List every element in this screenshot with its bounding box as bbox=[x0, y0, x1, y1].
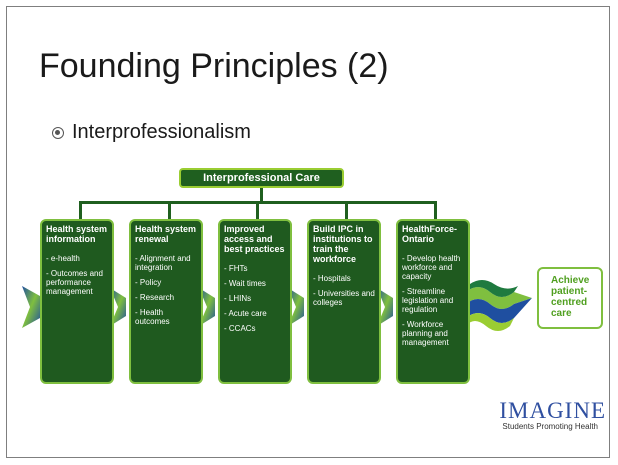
connector-drop-3 bbox=[256, 201, 259, 220]
bullet-item: Interprofessionalism bbox=[52, 121, 251, 144]
pillar-item: - Outcomes and performance management bbox=[46, 269, 103, 296]
logo-wordmark: IMAGINE bbox=[499, 398, 606, 423]
pillar-title: Health system information bbox=[46, 224, 108, 244]
pillar-item: - Workforce planning and management bbox=[402, 320, 449, 347]
logo-tagline: Students Promoting Health bbox=[502, 422, 598, 431]
goal-box: Achieve patient-centred care bbox=[537, 267, 603, 329]
connector-drop-4 bbox=[345, 201, 348, 220]
pillar-health-system-information: Health system information - e-health - O… bbox=[40, 219, 114, 384]
pillar-health-system-renewal: Health system renewal - Alignment and in… bbox=[129, 219, 203, 384]
chevron-arrow-icon bbox=[22, 286, 393, 328]
interprofessional-care-box: Interprofessional Care bbox=[179, 168, 344, 188]
pillar-healthforce-ontario: HealthForce-Ontario - Develop health wor… bbox=[396, 219, 470, 384]
pillar-item: - Universities and colleges bbox=[313, 289, 375, 307]
pillar-item: - Alignment and integration bbox=[135, 254, 191, 272]
slide-frame bbox=[6, 6, 610, 458]
pillar-improved-access: Improved access and best practices - FHT… bbox=[218, 219, 292, 384]
bullet-circle-icon bbox=[52, 126, 64, 139]
wave-band-icon bbox=[466, 280, 532, 331]
pillar-item: - FHTs bbox=[224, 264, 248, 273]
pillar-item: - Hospitals bbox=[313, 274, 351, 283]
pillar-item: - Research bbox=[135, 293, 175, 302]
slide-title: Founding Principles (2) bbox=[39, 47, 389, 85]
pillar-item: - Wait times bbox=[224, 279, 266, 288]
pillar-title: Build IPC in institutions to train the w… bbox=[313, 224, 373, 264]
connector-drop-2 bbox=[168, 201, 171, 220]
pillar-item: - CCACs bbox=[224, 324, 256, 333]
pillar-item: - LHINs bbox=[224, 294, 252, 303]
pillar-build-ipc: Build IPC in institutions to train the w… bbox=[307, 219, 381, 384]
connector-drop-1 bbox=[79, 201, 82, 220]
imagine-logo: IMAGINE Students Promoting Health bbox=[482, 398, 606, 432]
connector-vertical bbox=[260, 188, 263, 202]
pillar-item: - Health outcomes bbox=[135, 308, 170, 326]
bullet-text: Interprofessionalism bbox=[72, 121, 251, 143]
pillar-title: Health system renewal bbox=[135, 224, 197, 244]
pillar-title: Improved access and best practices bbox=[224, 224, 285, 254]
pillar-item: - Develop health workforce and capacity bbox=[402, 254, 461, 281]
pillar-item: - Policy bbox=[135, 278, 162, 287]
pillar-title: HealthForce-Ontario bbox=[402, 224, 458, 244]
pillar-item: - Acute care bbox=[224, 309, 267, 318]
pillar-item: - Streamline legislation and regulation bbox=[402, 287, 454, 314]
connector-drop-5 bbox=[434, 201, 437, 220]
pillar-item: - e-health bbox=[46, 254, 80, 263]
